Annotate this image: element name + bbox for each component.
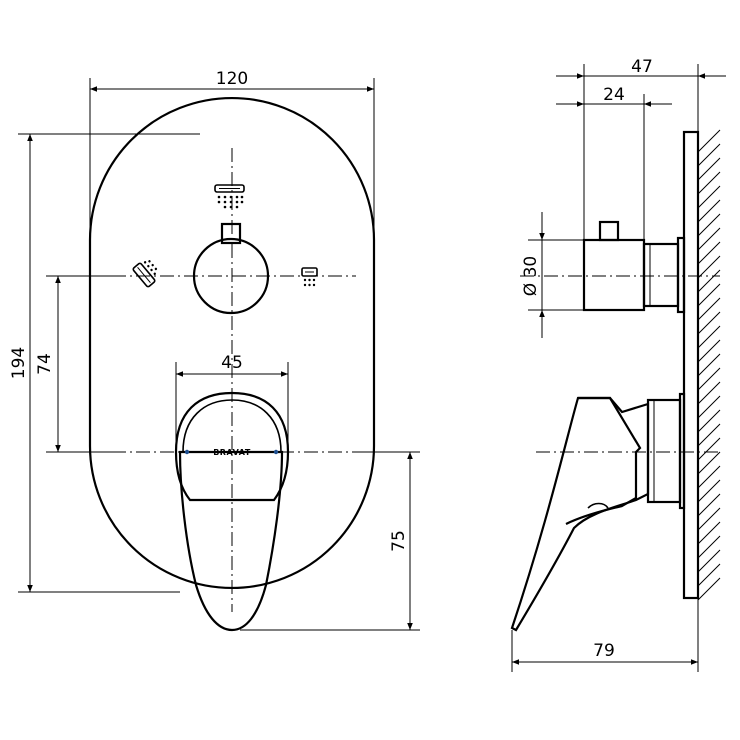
dim-handle-depth: 79 <box>511 598 699 672</box>
handle-screw-right <box>273 449 279 455</box>
hatch-line <box>697 367 721 391</box>
hatch-line <box>697 451 721 475</box>
hatch-line <box>697 465 721 489</box>
hatch-line <box>697 185 721 209</box>
hatch-line <box>697 521 721 545</box>
dim-knob-depth-label: 24 <box>603 85 625 105</box>
hatch-line <box>697 493 721 517</box>
dim-diameter-label: Ø 30 <box>521 256 541 296</box>
hatch-line <box>697 199 721 223</box>
hatch-line <box>697 129 721 153</box>
lever-handle-front: BRAVAT <box>174 391 290 632</box>
hatch-line <box>697 255 721 279</box>
lever-handle-side <box>510 392 686 632</box>
hatch-line <box>697 297 721 321</box>
hatch-line <box>697 577 721 601</box>
dim-width-label: 120 <box>216 69 248 89</box>
hatch-line <box>697 437 721 461</box>
hatch-line <box>697 563 721 587</box>
dim-handle-depth-label: 79 <box>593 641 615 661</box>
hatch-line <box>697 535 721 559</box>
wall-hatching <box>697 129 721 601</box>
hatch-line <box>697 143 721 167</box>
dim-center-offset: 74 <box>35 275 112 453</box>
hatch-line <box>697 241 721 265</box>
brand-label: BRAVAT <box>213 448 251 457</box>
dim-width: 120 <box>89 69 375 240</box>
dim-handle-drop-label: 75 <box>389 530 409 552</box>
handle-screw-left <box>184 449 190 455</box>
hatch-line <box>697 157 721 181</box>
hatch-line <box>697 311 721 335</box>
diverter-knob-side <box>582 220 686 314</box>
hatch-line <box>697 283 721 307</box>
dim-center-offset-label: 74 <box>35 353 55 375</box>
dim-handle-drop: 75 <box>240 451 420 631</box>
hatch-line <box>697 227 721 251</box>
hatch-line <box>697 339 721 363</box>
dim-handle-width-label: 45 <box>221 353 243 373</box>
hatch-line <box>697 213 721 237</box>
hatch-line <box>697 353 721 377</box>
dim-total-depth-label: 47 <box>631 57 653 77</box>
cover-plate-side <box>682 130 700 600</box>
dim-handle-width: 45 <box>175 353 289 452</box>
hatch-line <box>697 507 721 531</box>
dim-height: 194 <box>9 133 200 593</box>
dim-height-label: 194 <box>9 347 29 379</box>
dim-total-depth: 47 <box>556 57 726 240</box>
hand-shower-icon <box>132 260 158 288</box>
hatch-line <box>697 171 721 195</box>
diverter-knob <box>192 222 270 315</box>
bath-spout-icon <box>301 267 318 287</box>
front-view: BRAVAT 120 194 74 45 <box>9 69 420 632</box>
hatch-line <box>697 395 721 419</box>
hatch-line <box>697 269 721 293</box>
hatch-line <box>697 325 721 349</box>
hatch-line <box>697 381 721 405</box>
dim-diameter: Ø 30 <box>521 212 584 338</box>
hatch-line <box>697 479 721 503</box>
hatch-line <box>697 549 721 573</box>
dim-knob-depth: 24 <box>556 85 672 240</box>
side-view: 47 24 Ø 30 79 <box>510 57 726 672</box>
overhead-shower-icon <box>214 184 245 209</box>
cover-plate-outline <box>88 96 376 590</box>
hatch-line <box>697 423 721 447</box>
hatch-line <box>697 409 721 433</box>
